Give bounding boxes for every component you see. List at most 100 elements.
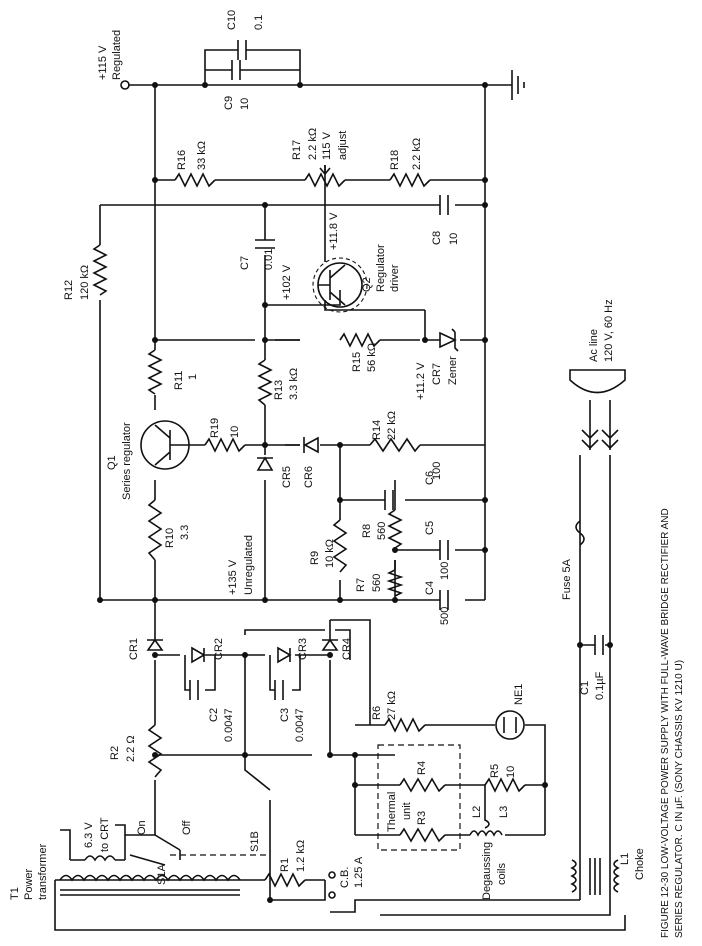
neon-lamp-ne1 (495, 710, 525, 740)
label-r18: R18 (389, 150, 401, 170)
label-t1-transformer: transformer (37, 843, 49, 900)
diodes (146, 328, 459, 664)
label-c3: C3 (279, 708, 291, 722)
label-c1: C1 (579, 681, 591, 695)
label-l2: L2 (471, 806, 483, 818)
label-thermal-unit: unit (401, 802, 413, 820)
label-q1: Q1 (106, 455, 118, 470)
label-choke: Choke (634, 848, 646, 880)
label-r3: R3 (416, 811, 428, 825)
label-l1: L1 (619, 853, 631, 865)
label-r5-value: 10 (505, 766, 517, 778)
label-switch-off: Off (181, 820, 193, 835)
label-c8: C8 (431, 231, 443, 245)
label-r16: R16 (176, 150, 188, 170)
label-cr3: CR3 (297, 638, 309, 660)
label-c7: C7 (239, 256, 251, 270)
label-c9-value: 10 (239, 98, 251, 110)
label-r10-value: 3.3 (179, 525, 191, 540)
label-s1a: S1A (156, 864, 168, 885)
label-c2: C2 (208, 708, 220, 722)
label-unreg-text: Unregulated (243, 535, 255, 595)
label-c7-value: 0.01 (263, 249, 275, 270)
label-r12: R12 (63, 280, 75, 300)
figure-caption-line-1: FIGURE 12-30 LOW-VOLTAGE POWER SUPPLY WI… (660, 508, 671, 938)
label-t1-power: Power (23, 868, 35, 900)
label-r17-adjust: adjust (337, 131, 349, 160)
capacitor-c10 (237, 40, 268, 60)
label-r16-value: 33 kΩ (196, 141, 208, 170)
label-q2-driver: driver (389, 264, 401, 292)
resistors (92, 165, 526, 888)
label-unreg-voltage: +135 V (227, 559, 239, 595)
label-output-voltage: +115 V (97, 45, 109, 80)
label-crt-voltage: 6.3 V (83, 822, 95, 848)
label-c1-value: 0.1µF (594, 671, 606, 700)
capacitors (189, 195, 604, 700)
label-cr5: CR5 (281, 466, 293, 488)
junction-dots (97, 82, 613, 903)
label-q1-series-regulator: Series regulator (121, 422, 133, 500)
label-r7: R7 (355, 578, 367, 592)
label-cr7-zener: Zener (447, 356, 459, 385)
label-l3: L3 (498, 806, 510, 818)
circuit-breaker (328, 871, 336, 899)
capacitor-c9 (231, 60, 270, 80)
label-cb-rating: 1.25 A (353, 856, 365, 888)
label-t1: T1 (9, 887, 21, 900)
transformer-t1 (59, 855, 241, 896)
label-c6: C6 (424, 471, 436, 485)
label-c5: C5 (424, 521, 436, 535)
label-degaussing-coils: coils (496, 862, 508, 885)
label-c8-value: 10 (448, 233, 460, 245)
label-switch-on: On (136, 820, 148, 835)
label-q2: Q2 (361, 277, 373, 292)
label-ac-line: Ac line (588, 329, 600, 362)
label-c3-value: 0.0047 (294, 708, 306, 742)
label-output-regulated: Regulated (111, 30, 123, 80)
label-c9: C9 (223, 96, 235, 110)
label-v102: +102 V (281, 264, 293, 300)
transistor-q1 (140, 420, 190, 470)
label-r8: R8 (361, 524, 373, 538)
label-c6-value: 100 (431, 462, 443, 480)
label-crt-target: to CRT (99, 817, 111, 852)
label-r15-value: 56 kΩ (366, 343, 378, 372)
label-c5-value: 100 (439, 562, 451, 580)
label-cr6: CR6 (303, 466, 315, 488)
label-ac-line-spec: 120 V, 60 Hz (603, 299, 615, 362)
label-q2-regulator: Regulator (375, 244, 387, 292)
label-r13-value: 3.3 kΩ (288, 368, 300, 400)
label-r8-value: 560 (376, 522, 388, 540)
label-r2: R2 (109, 746, 121, 760)
label-r15: R15 (351, 352, 363, 372)
label-r19: R19 (209, 418, 221, 438)
labels: C10 0.1 C9 10 +115 V Regulated R16 33 kΩ… (9, 10, 685, 938)
label-r9-value: 10 kΩ (324, 539, 336, 568)
label-c2-value: 0.0047 (223, 708, 235, 742)
transistor-q2 (312, 257, 368, 313)
label-c10: C10 (226, 10, 238, 30)
thermal-unit-box (377, 744, 461, 851)
label-r4: R4 (416, 761, 428, 775)
label-v112: +11.2 V (415, 362, 427, 400)
label-r7-value: 560 (371, 574, 383, 592)
label-c10-value: 0.1 (253, 15, 265, 30)
choke-l1 (570, 858, 620, 895)
fuse (575, 520, 585, 546)
label-r1-value: 1.2 kΩ (295, 840, 307, 872)
label-c4-value: 500 (439, 607, 451, 625)
wiring (54, 49, 626, 931)
label-r14: R14 (371, 420, 383, 440)
label-r17: R17 (291, 140, 303, 160)
label-r9: R9 (309, 551, 321, 565)
label-r1: R1 (279, 858, 291, 872)
label-r17-value: 2.2 kΩ (307, 128, 319, 160)
label-r14-value: 22 kΩ (386, 411, 398, 440)
label-r12-value: 120 kΩ (79, 265, 91, 300)
label-cr7: CR7 (431, 363, 443, 385)
label-r17-115v: 115 V (321, 131, 333, 160)
label-c4: C4 (424, 581, 436, 595)
degaussing-coils (469, 785, 503, 837)
